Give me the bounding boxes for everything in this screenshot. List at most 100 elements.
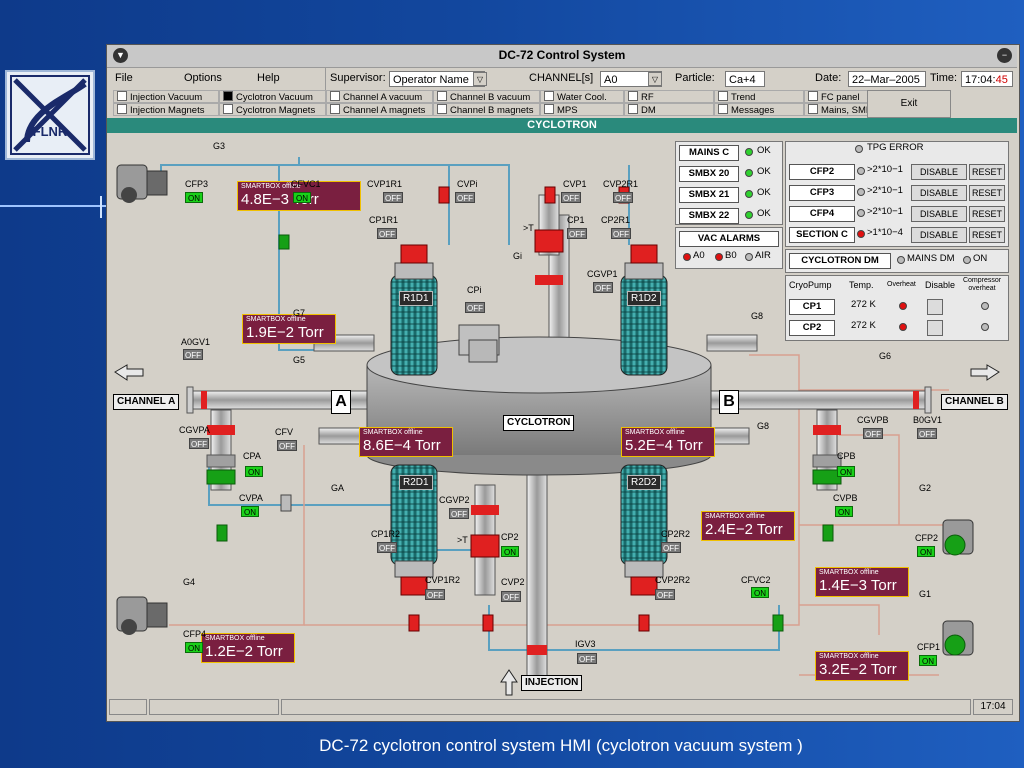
- cfp4-disable-button[interactable]: DISABLE: [911, 206, 967, 222]
- tab-water-cool[interactable]: Water Cool.: [540, 90, 624, 103]
- state-igv3[interactable]: OFF: [577, 653, 597, 664]
- state-b0gv1[interactable]: OFF: [917, 428, 937, 439]
- state-cp2r2[interactable]: OFF: [661, 542, 681, 553]
- smartbox-label: SMARTBOX offline: [625, 429, 685, 436]
- label-cvp2r2: CVP2R2: [655, 575, 691, 585]
- tab-checkbox: [544, 104, 554, 114]
- tab-injection-vacuum[interactable]: Injection Vacuum: [113, 90, 219, 103]
- particle-label: Particle:: [675, 72, 715, 84]
- mains-c-label: MAINS C: [679, 145, 739, 161]
- label-cfp1: CFP1: [917, 642, 941, 652]
- supervisor-dropdown-icon[interactable]: ▽: [473, 72, 487, 86]
- window-menu-icon[interactable]: ▼: [113, 48, 128, 63]
- tab-trend[interactable]: Trend: [714, 90, 804, 103]
- state-cvp1[interactable]: OFF: [561, 192, 581, 203]
- state-cpi[interactable]: OFF: [465, 302, 485, 313]
- label-b0gv1: B0GV1: [913, 415, 943, 425]
- label-cp2r2: CP2R2: [661, 529, 691, 539]
- cfp4-row-label: CFP4: [789, 206, 855, 222]
- label-cfv: CFV: [275, 427, 293, 437]
- tank-r2d2[interactable]: R2D2: [627, 475, 661, 490]
- menu-file[interactable]: File: [115, 72, 133, 84]
- injection-label[interactable]: INJECTION: [521, 675, 583, 691]
- alarm-b0-label: B0: [725, 250, 737, 261]
- state-cp1[interactable]: OFF: [567, 228, 587, 239]
- particle-field[interactable]: Ca+4: [725, 71, 765, 87]
- state-cpa[interactable]: ON: [245, 466, 263, 477]
- state-cfvc2[interactable]: ON: [751, 587, 769, 598]
- state-cfp3[interactable]: ON: [185, 192, 203, 203]
- state-cp1r1[interactable]: OFF: [377, 228, 397, 239]
- channel-a-label[interactable]: CHANNEL A: [113, 394, 180, 410]
- tab-label: Water Cool.: [557, 92, 607, 103]
- cfp4-reset-button[interactable]: RESET: [969, 206, 1005, 222]
- state-cvp1r1[interactable]: OFF: [383, 192, 403, 203]
- state-cfp2[interactable]: ON: [917, 546, 935, 557]
- state-cgvpb[interactable]: OFF: [863, 428, 883, 439]
- state-cfvc1[interactable]: ON: [293, 192, 311, 203]
- state-cpb[interactable]: ON: [837, 466, 855, 477]
- state-cp1r2[interactable]: OFF: [377, 542, 397, 553]
- tank-r2d1[interactable]: R2D1: [399, 475, 433, 490]
- tank-r1d1[interactable]: R1D1: [399, 291, 433, 306]
- state-cvp2r2[interactable]: OFF: [655, 589, 675, 600]
- cfp3-threshold: >2*10−1: [867, 185, 903, 196]
- label-g5: G5: [293, 355, 306, 365]
- state-cgvpa[interactable]: OFF: [189, 438, 209, 449]
- label-g4: G4: [183, 577, 196, 587]
- cryo-cp1-temp: 272 K: [851, 299, 876, 310]
- tab-channel-b-magnets[interactable]: Channel B magnets: [433, 103, 540, 116]
- cryo-cp2-disable-toggle[interactable]: [927, 320, 943, 336]
- exit-button[interactable]: Exit: [867, 90, 951, 118]
- gauge-value: 1.2E−2 Torr: [205, 643, 283, 660]
- supervisor-field[interactable]: Operator Name: [389, 71, 485, 87]
- state-cp2[interactable]: ON: [501, 546, 519, 557]
- state-cvp2[interactable]: OFF: [501, 591, 521, 602]
- state-cvpa[interactable]: ON: [241, 506, 259, 517]
- tab-messages[interactable]: Messages: [714, 103, 804, 116]
- state-cvp1r2[interactable]: OFF: [425, 589, 445, 600]
- menu-help[interactable]: Help: [257, 72, 280, 84]
- tab-injection-magnets[interactable]: Injection Magnets: [113, 103, 219, 116]
- state-a0gv1[interactable]: OFF: [183, 349, 203, 360]
- label-cfp4: CFP4: [183, 629, 207, 639]
- channel-field[interactable]: A0: [600, 71, 662, 87]
- tab-rf[interactable]: RF: [624, 90, 714, 103]
- cfp2-disable-button[interactable]: DISABLE: [911, 164, 967, 180]
- channel-dropdown-icon[interactable]: ▽: [648, 72, 662, 86]
- state-cvpb[interactable]: ON: [835, 506, 853, 517]
- state-cfp1[interactable]: ON: [919, 655, 937, 666]
- section-c-reset-button[interactable]: RESET: [969, 227, 1005, 243]
- tab-cyclotron-magnets[interactable]: Cyclotron Magnets: [219, 103, 326, 116]
- label-cpb: CPB: [837, 451, 856, 461]
- channel-b-label[interactable]: CHANNEL B: [941, 394, 1008, 410]
- section-c-disable-button[interactable]: DISABLE: [911, 227, 967, 243]
- tab-dm[interactable]: DM: [624, 103, 714, 116]
- smbx22-state: OK: [757, 208, 771, 219]
- label-cvpa: CVPA: [239, 493, 263, 503]
- minimize-icon[interactable]: −: [997, 48, 1012, 63]
- tab-cyclotron-vacuum[interactable]: Cyclotron Vacuum: [219, 90, 326, 103]
- tab-channel-b-vacuum[interactable]: Channel B vacuum: [433, 90, 540, 103]
- tab-mps[interactable]: MPS: [540, 103, 624, 116]
- cfp2-reset-button[interactable]: RESET: [969, 164, 1005, 180]
- cryo-cp1-disable-toggle[interactable]: [927, 299, 943, 315]
- dm-on-led[interactable]: [963, 256, 971, 264]
- state-cgvp1[interactable]: OFF: [593, 282, 613, 293]
- state-cp2r1[interactable]: OFF: [611, 228, 631, 239]
- tab-channel-a-vacuum[interactable]: Channel A vacuum: [326, 90, 433, 103]
- tab-checkbox: [223, 91, 233, 101]
- label-cp1: CP1: [567, 215, 585, 225]
- cfp3-disable-button[interactable]: DISABLE: [911, 185, 967, 201]
- label-t-top: >T: [523, 223, 534, 233]
- state-cvp2r1[interactable]: OFF: [613, 192, 633, 203]
- state-cfv[interactable]: OFF: [277, 440, 297, 451]
- tank-r1d2[interactable]: R1D2: [627, 291, 661, 306]
- menu-options[interactable]: Options: [184, 72, 222, 84]
- tab-channel-a-magnets[interactable]: Channel A magnets: [326, 103, 433, 116]
- cfp3-reset-button[interactable]: RESET: [969, 185, 1005, 201]
- state-cvpi[interactable]: OFF: [455, 192, 475, 203]
- state-cgvp2[interactable]: OFF: [449, 508, 469, 519]
- state-cfp4[interactable]: ON: [185, 642, 203, 653]
